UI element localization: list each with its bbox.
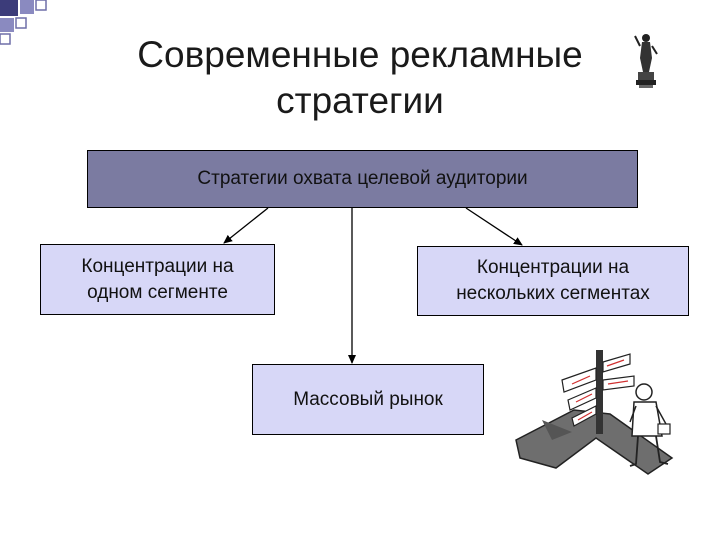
mass-market-box: Массовый рынок [252, 364, 484, 435]
single-segment-label-line-2: одном сегменте [87, 281, 228, 303]
multi-segment-label-line-1: Концентрации на [476, 257, 630, 278]
slide-title-line-1: Современные рекламные [137, 34, 583, 75]
slide-title-line-2: стратегии [276, 80, 444, 121]
single-segment-box: Концентрации на одном сегменте [40, 244, 275, 315]
corner-decoration [0, 0, 47, 45]
multi-segment-box: Концентрации на нескольких сегментах [417, 246, 689, 316]
root-strategy-label: Стратегии охвата целевой аудитории [197, 168, 528, 189]
arrow-to-right-box [465, 207, 523, 246]
root-strategy-box: Стратегии охвата целевой аудитории [87, 150, 638, 208]
arrow-to-left-box [223, 207, 269, 244]
multi-segment-label-line-2: нескольких сегментах [456, 283, 650, 304]
statue-logo-icon [634, 34, 658, 88]
single-segment-label-line-1: Концентрации на [81, 255, 234, 277]
mass-market-label: Массовый рынок [293, 388, 443, 410]
crossroads-signpost-man-icon [515, 350, 674, 475]
slide-title: Современные рекламные стратегии [80, 32, 640, 124]
